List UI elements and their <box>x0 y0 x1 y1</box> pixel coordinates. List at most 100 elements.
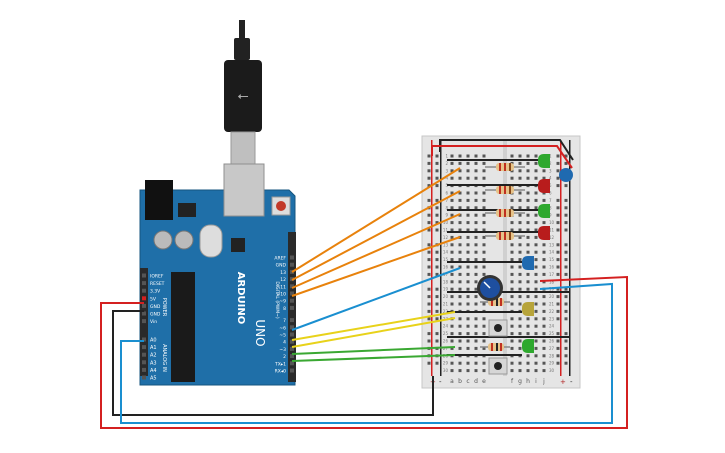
breadboard-hole[interactable] <box>526 221 530 225</box>
breadboard-hole[interactable] <box>482 258 486 262</box>
breadboard-hole[interactable] <box>518 369 522 373</box>
breadboard-hole[interactable] <box>450 258 454 262</box>
breadboard-hole[interactable] <box>474 346 478 350</box>
rail-hole[interactable] <box>556 339 560 343</box>
breadboard-hole[interactable] <box>466 243 470 247</box>
rail-hole[interactable] <box>564 361 568 365</box>
power-pin-hole[interactable] <box>142 273 146 278</box>
rail-hole[interactable] <box>427 169 431 173</box>
breadboard-hole[interactable] <box>458 243 462 247</box>
breadboard-hole[interactable] <box>534 295 538 299</box>
breadboard-hole[interactable] <box>534 265 538 269</box>
breadboard-hole[interactable] <box>450 206 454 210</box>
breadboard-hole[interactable] <box>510 339 514 343</box>
breadboard-hole[interactable] <box>450 169 454 173</box>
rail-hole[interactable] <box>556 287 560 291</box>
breadboard-hole[interactable] <box>482 324 486 328</box>
breadboard-hole[interactable] <box>466 250 470 254</box>
breadboard-hole[interactable] <box>450 198 454 202</box>
breadboard-hole[interactable] <box>526 213 530 217</box>
analog-pin-hole[interactable] <box>142 375 146 380</box>
rail-hole[interactable] <box>556 265 560 269</box>
breadboard-hole[interactable] <box>466 287 470 291</box>
breadboard-hole[interactable] <box>510 250 514 254</box>
rail-hole[interactable] <box>564 295 568 299</box>
breadboard-hole[interactable] <box>466 346 470 350</box>
breadboard-hole[interactable] <box>450 302 454 306</box>
breadboard-hole[interactable] <box>518 235 522 239</box>
rail-hole[interactable] <box>435 169 439 173</box>
rail-hole[interactable] <box>435 361 439 365</box>
breadboard-hole[interactable] <box>458 221 462 225</box>
rail-hole[interactable] <box>427 287 431 291</box>
rail-hole[interactable] <box>427 243 431 247</box>
breadboard-hole[interactable] <box>510 272 514 276</box>
breadboard-hole[interactable] <box>458 346 462 350</box>
breadboard-hole[interactable] <box>474 206 478 210</box>
breadboard-hole[interactable] <box>482 235 486 239</box>
breadboard-hole[interactable] <box>526 161 530 165</box>
breadboard-hole[interactable] <box>542 198 546 202</box>
breadboard-hole[interactable] <box>474 272 478 276</box>
breadboard-hole[interactable] <box>526 272 530 276</box>
breadboard-hole[interactable] <box>466 213 470 217</box>
breadboard-hole[interactable] <box>542 272 546 276</box>
breadboard-hole[interactable] <box>534 198 538 202</box>
breadboard-hole[interactable] <box>510 287 514 291</box>
breadboard-hole[interactable] <box>510 317 514 321</box>
breadboard-hole[interactable] <box>458 317 462 321</box>
rail-hole[interactable] <box>556 243 560 247</box>
rail-hole[interactable] <box>427 184 431 188</box>
breadboard-hole[interactable] <box>450 332 454 336</box>
breadboard-hole[interactable] <box>466 317 470 321</box>
breadboard-hole[interactable] <box>458 213 462 217</box>
rail-hole[interactable] <box>556 354 560 358</box>
breadboard-hole[interactable] <box>458 258 462 262</box>
breadboard-hole[interactable] <box>534 369 538 373</box>
rail-hole[interactable] <box>435 198 439 202</box>
rail-hole[interactable] <box>427 154 431 158</box>
breadboard-hole[interactable] <box>466 280 470 284</box>
breadboard-hole[interactable] <box>450 213 454 217</box>
breadboard-hole[interactable] <box>542 317 546 321</box>
breadboard-hole[interactable] <box>466 191 470 195</box>
rail-hole[interactable] <box>564 287 568 291</box>
breadboard-hole[interactable] <box>466 258 470 262</box>
breadboard-hole[interactable] <box>482 206 486 210</box>
breadboard-hole[interactable] <box>450 324 454 328</box>
rail-hole[interactable] <box>427 339 431 343</box>
breadboard-hole[interactable] <box>534 280 538 284</box>
breadboard-hole[interactable] <box>458 332 462 336</box>
breadboard-hole[interactable] <box>466 332 470 336</box>
breadboard-hole[interactable] <box>458 154 462 158</box>
digital-pin-hole[interactable] <box>290 368 294 373</box>
breadboard-hole[interactable] <box>542 332 546 336</box>
breadboard-hole[interactable] <box>482 265 486 269</box>
breadboard-hole[interactable] <box>466 339 470 343</box>
rail-hole[interactable] <box>556 228 560 232</box>
rail-hole[interactable] <box>564 154 568 158</box>
breadboard-hole[interactable] <box>518 302 522 306</box>
breadboard-hole[interactable] <box>542 176 546 180</box>
breadboard-hole[interactable] <box>510 228 514 232</box>
breadboard-hole[interactable] <box>518 243 522 247</box>
breadboard-hole[interactable] <box>474 280 478 284</box>
breadboard-hole[interactable] <box>450 243 454 247</box>
breadboard-hole[interactable] <box>474 154 478 158</box>
breadboard-hole[interactable] <box>474 213 478 217</box>
breadboard-hole[interactable] <box>510 332 514 336</box>
breadboard-hole[interactable] <box>534 169 538 173</box>
breadboard-hole[interactable] <box>474 361 478 365</box>
breadboard-hole[interactable] <box>534 228 538 232</box>
breadboard-hole[interactable] <box>526 250 530 254</box>
breadboard-hole[interactable] <box>542 324 546 328</box>
rail-hole[interactable] <box>556 272 560 276</box>
breadboard-hole[interactable] <box>510 176 514 180</box>
breadboard-hole[interactable] <box>458 198 462 202</box>
breadboard-hole[interactable] <box>542 309 546 313</box>
breadboard-hole[interactable] <box>482 243 486 247</box>
rail-hole[interactable] <box>556 302 560 306</box>
breadboard-hole[interactable] <box>458 228 462 232</box>
breadboard-hole[interactable] <box>534 332 538 336</box>
rail-hole[interactable] <box>435 258 439 262</box>
